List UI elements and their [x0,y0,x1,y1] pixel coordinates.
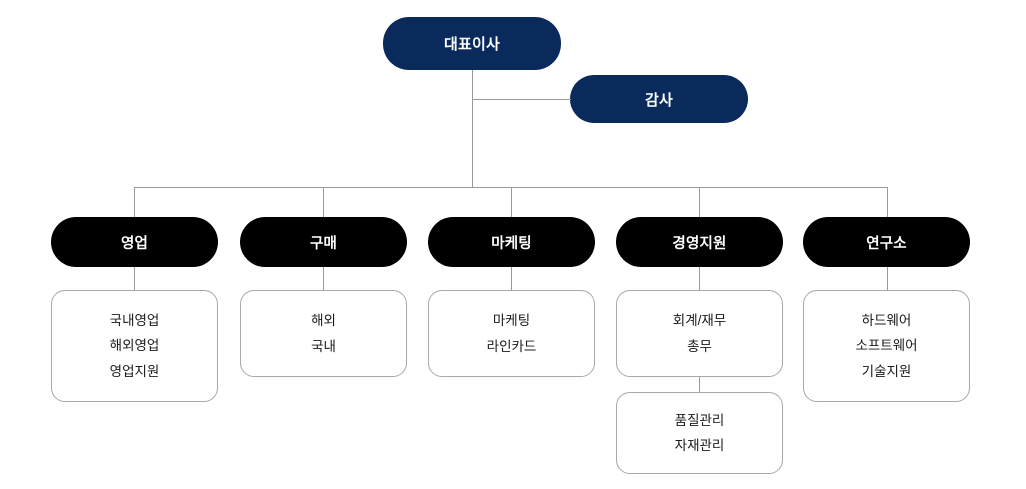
connector-stub-management-support-second [699,377,700,393]
node-department-management-support[interactable]: 경영지원 [616,217,783,267]
connector-stub-research [887,267,888,291]
connector-ceo-trunk [472,70,473,188]
node-subunit-research[interactable]: 하드웨어 소프트웨어 기술지원 [803,290,970,402]
subunit-line: 국내 [311,338,336,354]
connector-drop-research [887,187,888,218]
subunit-line: 회계/재무 [672,313,727,329]
node-department-purchasing[interactable]: 구매 [240,217,407,267]
subunit-line: 하드웨어 [861,313,912,329]
connector-stub-management-support [699,267,700,291]
connector-stub-purchasing [323,267,324,291]
connector-drop-management-support [699,187,700,218]
node-department-marketing[interactable]: 마케팅 [428,217,595,267]
connector-drop-purchasing [323,187,324,218]
node-subunit-marketing[interactable]: 마케팅 라인카드 [428,290,595,377]
node-subunit-management-support-1[interactable]: 회계/재무 총무 [616,290,783,377]
node-ceo-label: 대표이사 [443,36,500,53]
node-department-sales-label: 영업 [120,235,149,252]
subunit-line: 영업지원 [109,363,160,379]
subunit-line: 기술지원 [861,363,912,379]
subunit-line: 해외영업 [109,338,160,354]
connector-stub-sales [134,267,135,291]
subunit-line: 총무 [687,338,712,354]
connector-ceo-to-auditor [472,99,571,100]
node-department-purchasing-label: 구매 [309,235,338,252]
subunit-line: 마케팅 [492,313,531,329]
node-subunit-sales[interactable]: 국내영업 해외영업 영업지원 [51,290,218,402]
node-subunit-management-support-2[interactable]: 품질관리 자재관리 [616,392,783,474]
subunit-line: 해외 [311,313,336,329]
node-department-sales[interactable]: 영업 [51,217,218,267]
subunit-line: 자재관리 [674,438,725,453]
node-department-management-support-label: 경영지원 [672,235,727,252]
connector-drop-marketing [511,187,512,218]
node-subunit-purchasing[interactable]: 해외 국내 [240,290,407,377]
node-department-research[interactable]: 연구소 [803,217,970,267]
subunit-line: 품질관리 [674,412,725,428]
subunit-line: 소프트웨어 [855,338,918,354]
connector-stub-marketing [511,267,512,291]
node-department-research-label: 연구소 [866,235,907,252]
node-auditor-label: 감사 [644,91,673,109]
subunit-line: 라인카드 [486,338,537,354]
subunit-line: 국내영업 [109,313,160,329]
node-auditor[interactable]: 감사 [570,75,748,123]
node-department-marketing-label: 마케팅 [491,235,532,252]
node-ceo[interactable]: 대표이사 [383,17,561,70]
connector-drop-sales [134,187,135,218]
